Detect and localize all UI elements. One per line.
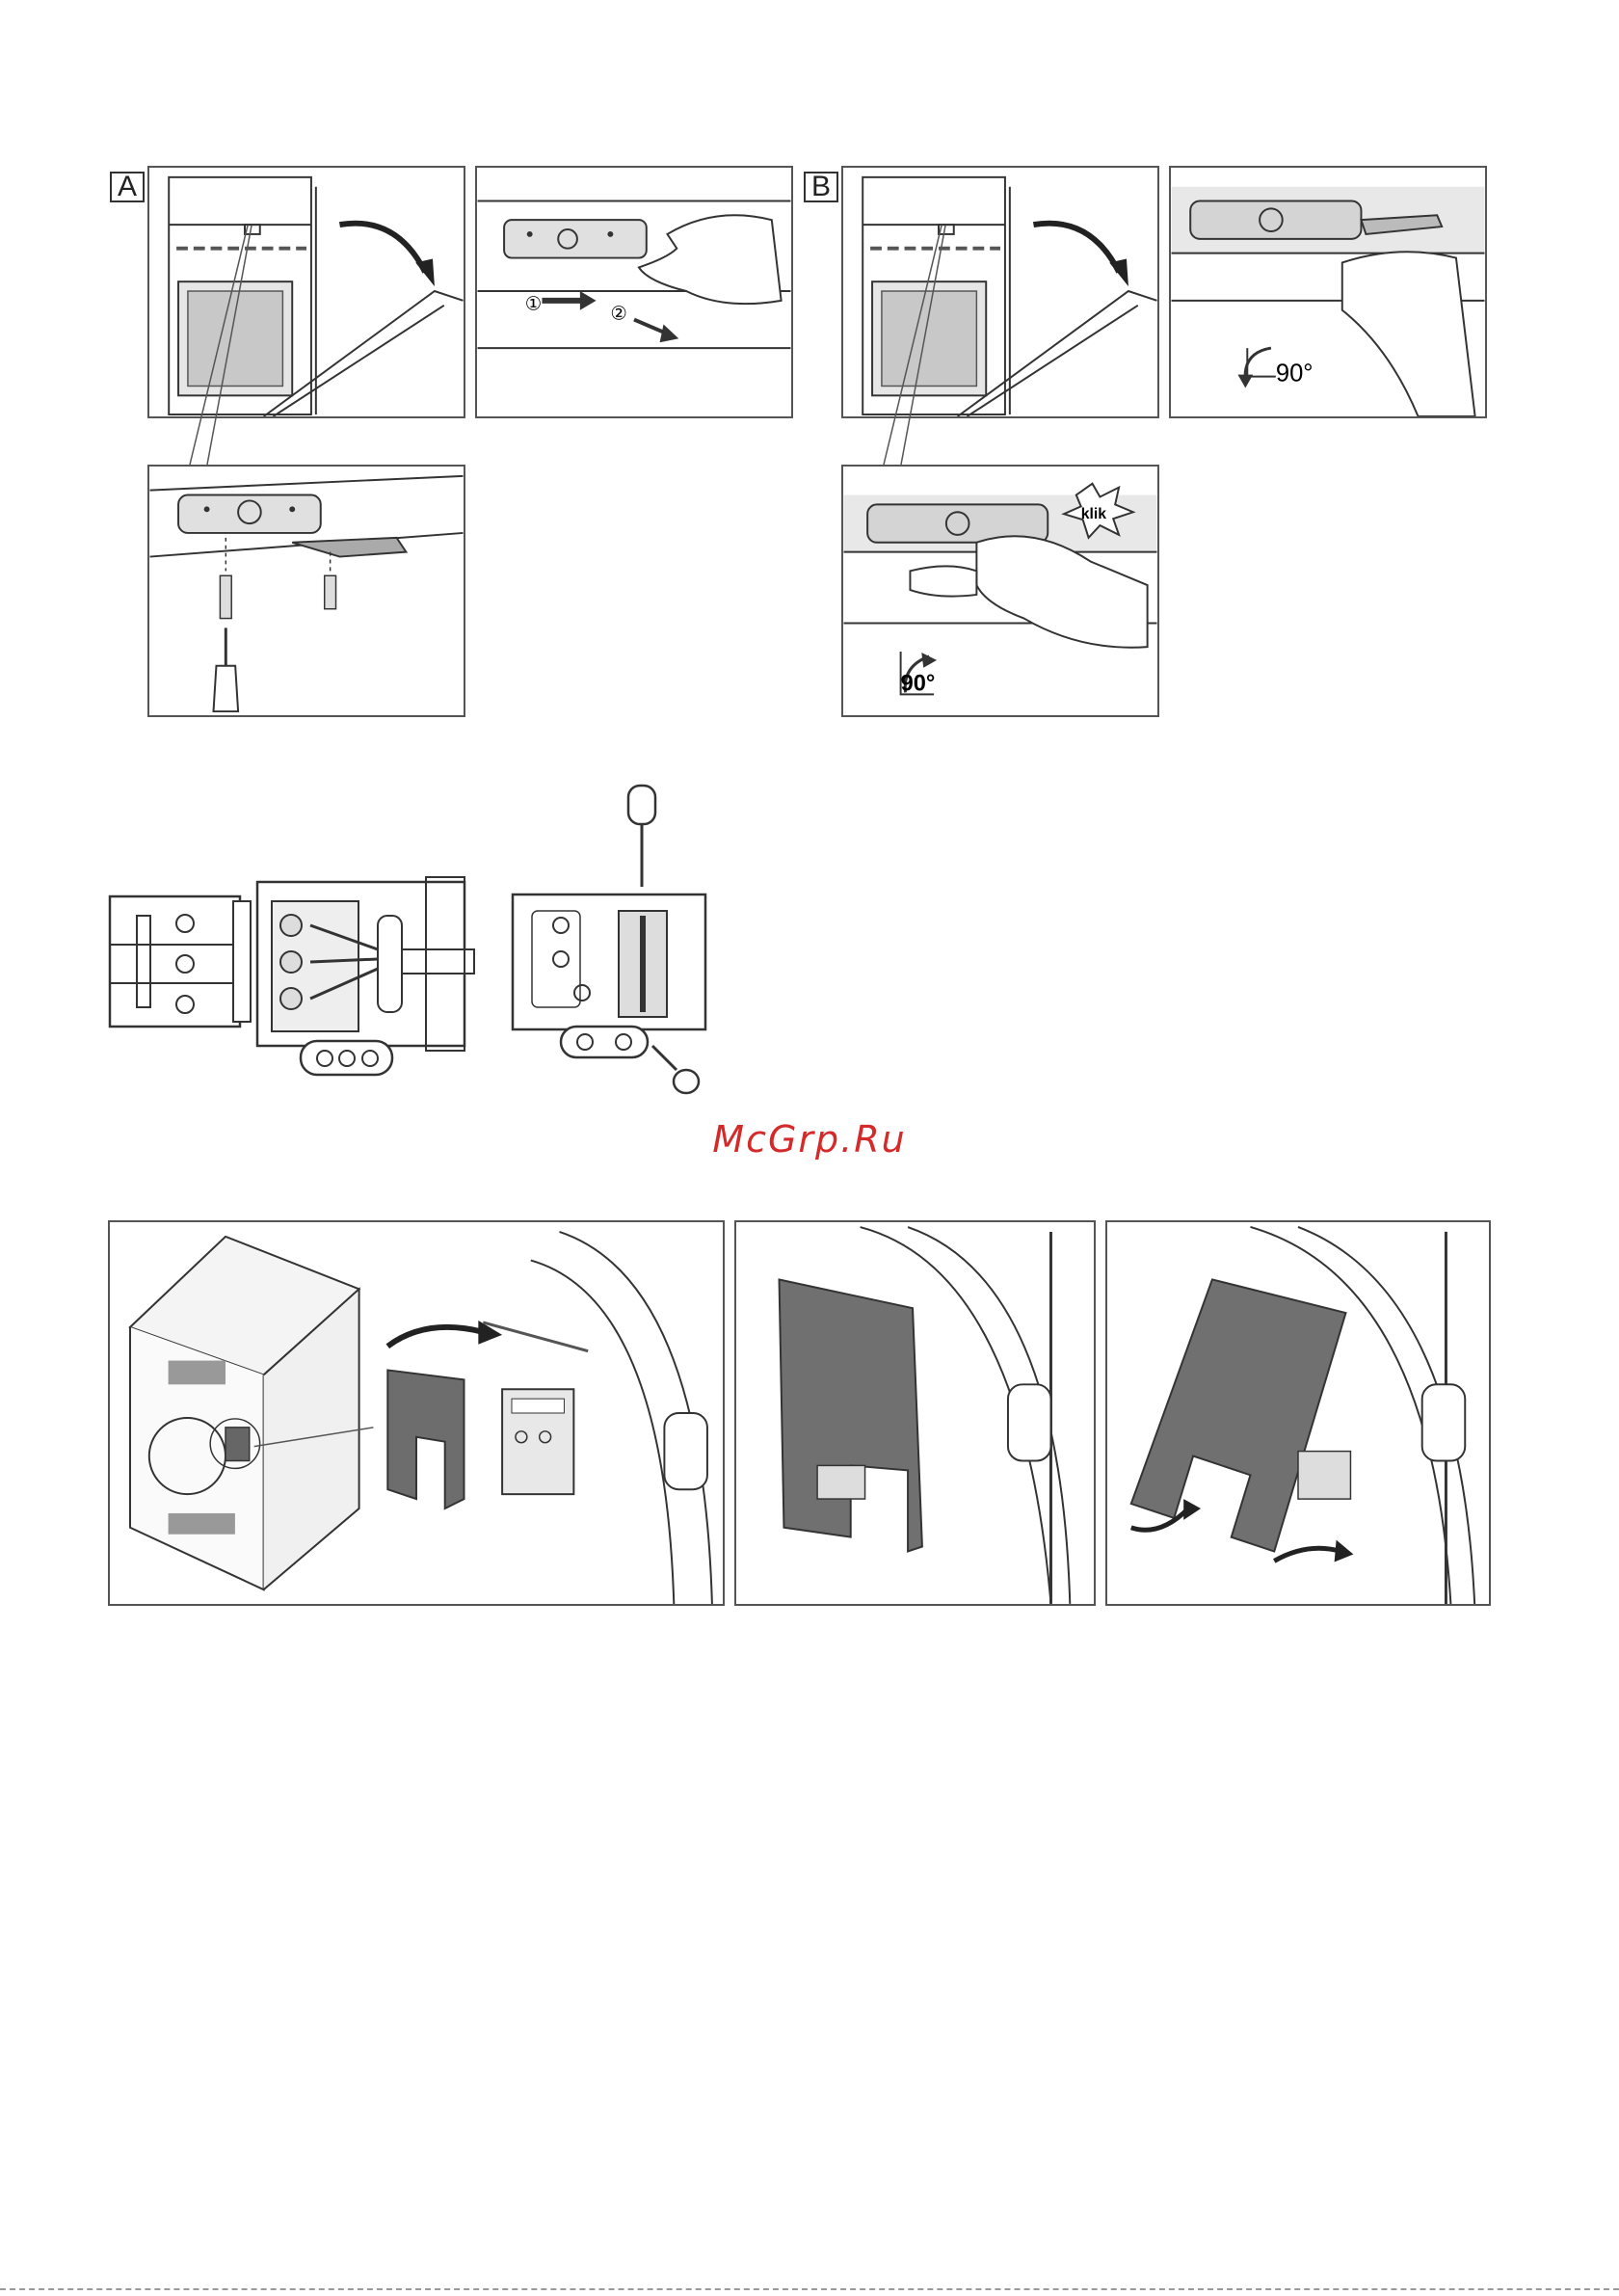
figure-b-rotate-panel: 90°	[1169, 166, 1487, 418]
bracket-screws-illustration	[149, 467, 464, 715]
cover-installed-illustration	[736, 1222, 1094, 1604]
figure-a-latch-panel: ① ②	[475, 166, 793, 418]
figure-a-screw-panel	[147, 465, 465, 717]
angle-90-label-b3: 90°	[901, 671, 936, 696]
bracket-rotate-illustration: 90°	[1171, 168, 1485, 416]
step-one-marker: ①	[525, 294, 543, 315]
terminal-block-diagram	[108, 781, 725, 1099]
appliance-rear-illustration	[110, 1222, 723, 1604]
klik-label: klik	[1081, 506, 1107, 522]
cover-removal-illustration	[1107, 1222, 1489, 1604]
rear-cover-overview-panel	[108, 1220, 725, 1606]
figure-a-callout-line	[147, 224, 263, 474]
cover-removal-panel	[1105, 1220, 1491, 1606]
bracket-click-illustration: klik 90°	[843, 467, 1157, 715]
cover-installed-panel	[734, 1220, 1096, 1606]
figure-a-label: A	[110, 172, 145, 202]
step-two-marker: ②	[610, 304, 627, 325]
figure-b-callout-line	[841, 224, 957, 474]
latch-release-illustration: ① ②	[477, 168, 791, 416]
figure-b-click-panel: klik 90°	[841, 465, 1159, 717]
figure-b-label: B	[804, 172, 838, 202]
angle-90-label-b2: 90°	[1276, 360, 1314, 387]
page-bottom-rule	[0, 2288, 1619, 2290]
watermark-text: McGrp.Ru	[0, 1118, 1619, 1161]
